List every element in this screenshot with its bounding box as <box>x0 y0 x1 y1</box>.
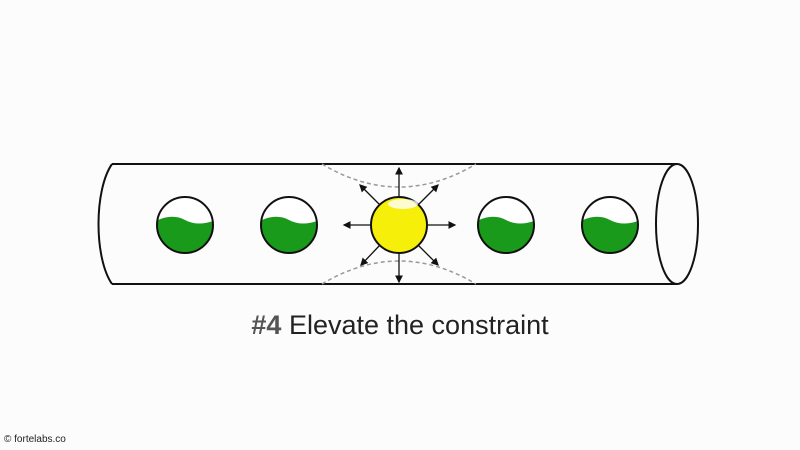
expansion-arrows <box>342 166 457 284</box>
constraint-stage <box>370 196 428 254</box>
caption-number: #4 <box>251 310 282 340</box>
work-stage-5 <box>581 196 639 254</box>
pipe <box>97 163 699 285</box>
work-stage-1 <box>156 196 214 254</box>
work-stage-4 <box>477 196 535 254</box>
caption: #4 Elevate the constraint <box>0 310 800 341</box>
constraint-widening-dashes <box>321 163 477 285</box>
caption-text: Elevate the constraint <box>288 310 549 340</box>
copyright: © fortelabs.co <box>4 434 66 445</box>
work-stage-2 <box>260 196 318 254</box>
